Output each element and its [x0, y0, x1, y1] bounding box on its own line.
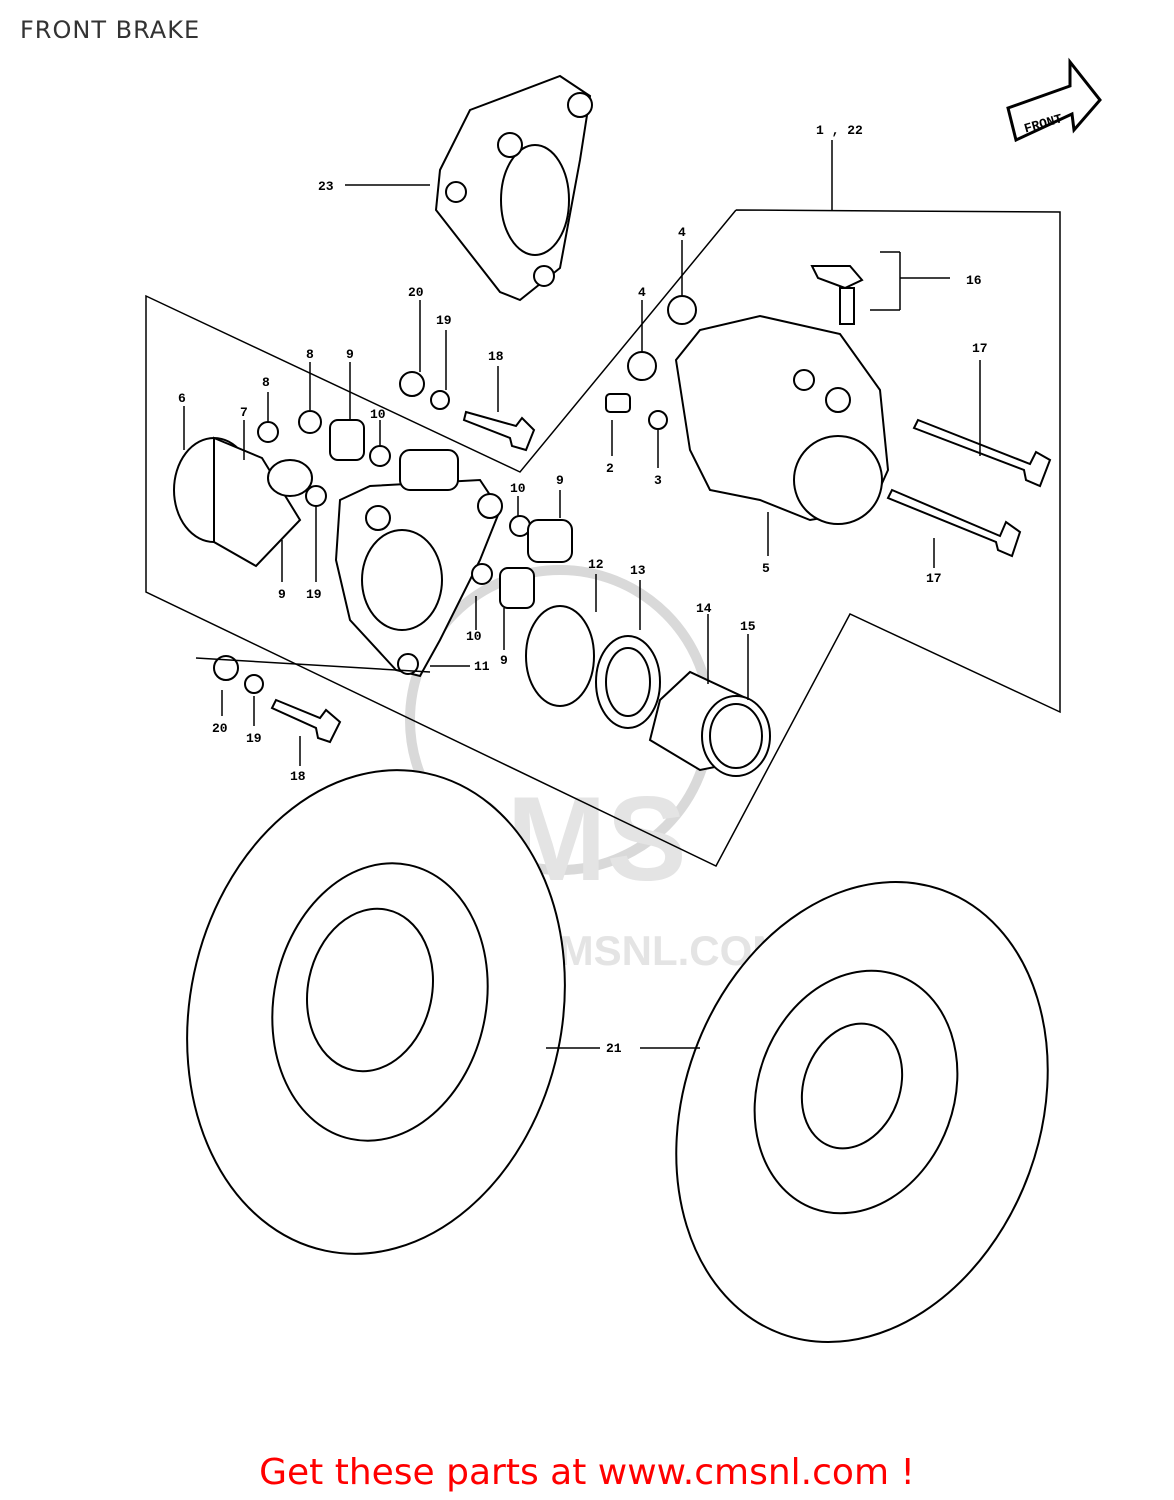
exploded-parts-diagram: CMS WWW.CMSNL.COM FRONT: [145, 57, 1102, 1343]
callout-8b: 8: [262, 375, 270, 390]
mounting-bracket-23: [434, 74, 593, 302]
get-parts-link[interactable]: Get these parts at www.cmsnl.com !: [259, 1452, 915, 1493]
bleeder-valve-16: [810, 251, 950, 325]
callout-4b: 4: [638, 285, 646, 300]
callout-23: 23: [318, 179, 334, 194]
callout-19b: 19: [306, 587, 322, 602]
callout-5: 5: [762, 561, 770, 576]
callout-8a: 8: [306, 347, 314, 362]
callout-19c: 19: [246, 731, 262, 746]
callout-1-22: 1 , 22: [816, 123, 863, 138]
front-direction-arrow: FRONT: [1006, 57, 1102, 143]
callout-10a: 10: [370, 407, 386, 422]
callout-18b: 18: [290, 769, 306, 784]
callout-9c: 9: [278, 587, 286, 602]
seals-and-washers: [213, 371, 573, 694]
pad-assembly-6-7: [173, 436, 313, 568]
callout-17a: 17: [972, 341, 988, 356]
callout-18a: 18: [488, 349, 504, 364]
caliper-bracket-11: [334, 478, 503, 678]
callout-4a: 4: [678, 225, 686, 240]
callout-9b: 9: [556, 473, 564, 488]
callout-10b: 10: [510, 481, 526, 496]
callout-7: 7: [240, 405, 248, 420]
callout-2: 2: [606, 461, 614, 476]
callout-15: 15: [740, 619, 756, 634]
callout-6: 6: [178, 391, 186, 406]
callout-19a: 19: [436, 313, 452, 328]
callout-labels: 1 , 22 23 4 4 16 17 17 20 19 18 8 9 8 6 …: [178, 123, 988, 1056]
callout-20b: 20: [212, 721, 228, 736]
brake-disc-right-21: [675, 881, 1049, 1343]
bolts-18: [270, 410, 536, 744]
small-hardware: [605, 240, 697, 468]
page-title: FRONT BRAKE: [20, 16, 201, 44]
callout-21: 21: [606, 1041, 622, 1056]
callout-12: 12: [588, 557, 604, 572]
callout-3: 3: [654, 473, 662, 488]
callout-13: 13: [630, 563, 646, 578]
callout-14: 14: [696, 601, 712, 616]
piston-assembly-12-15: [525, 605, 771, 777]
callout-11: 11: [474, 659, 490, 674]
brake-disc-left-21: [186, 769, 566, 1255]
bolts-17: [886, 360, 1052, 568]
assembly-outline: [145, 209, 1061, 867]
callout-17b: 17: [926, 571, 942, 586]
callout-9a: 9: [346, 347, 354, 362]
callout-10c: 10: [466, 629, 482, 644]
leader-lines: [183, 300, 769, 766]
caliper-housing-5: [674, 314, 890, 525]
callout-20a: 20: [408, 285, 424, 300]
callout-9d: 9: [500, 653, 508, 668]
callout-16: 16: [966, 273, 982, 288]
